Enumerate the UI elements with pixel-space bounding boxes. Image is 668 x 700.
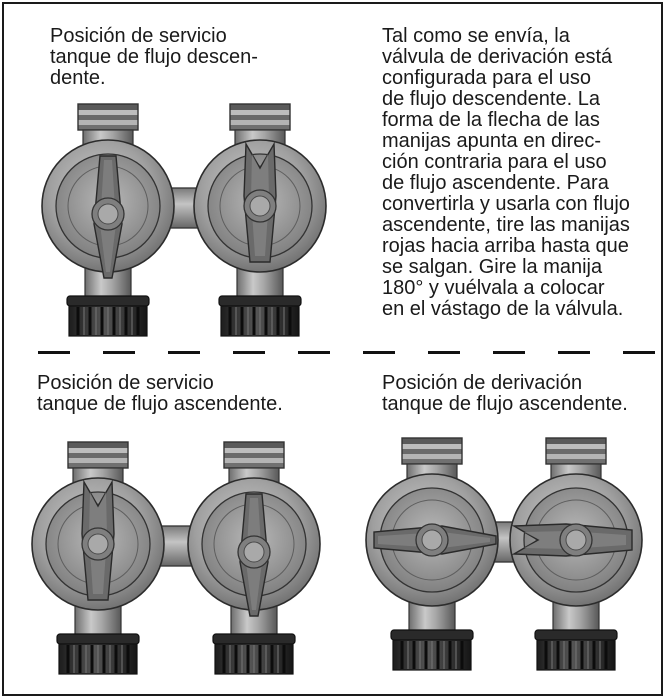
caption-bypass-upflow: Posición de derivación tanque de flujo a… [382,372,628,415]
valve-illustration-bypass-upflow [354,430,654,682]
valve-illustration-service-upflow [14,434,336,686]
valve-illustration-service-downflow [28,96,340,348]
caption-service-downflow: Posición de servicio tanque de flujo des… [50,25,258,89]
bypass-conversion-note: Tal como se envía, la válvula de derivac… [382,25,630,320]
caption-service-upflow: Posición de servicio tanque de flujo asc… [37,372,283,415]
